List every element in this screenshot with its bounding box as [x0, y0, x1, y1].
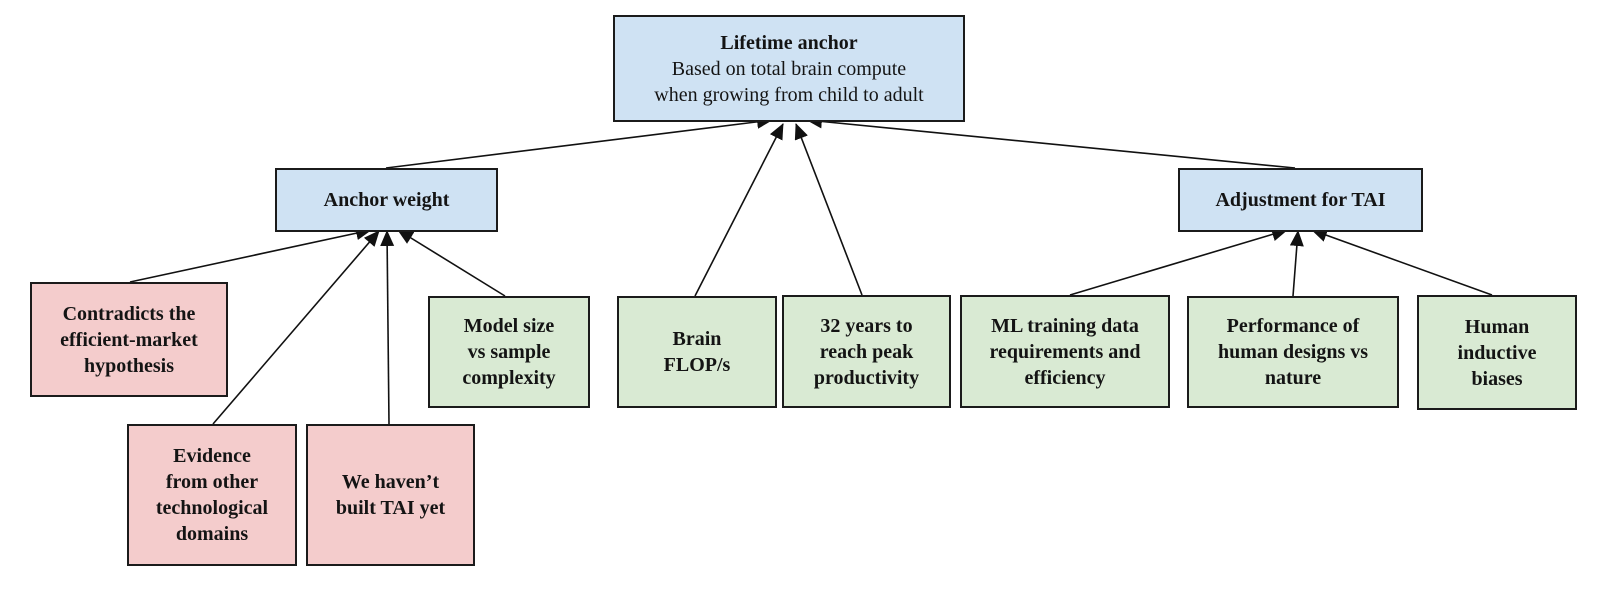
node-peak-productivity: 32 years to reach peak productivity	[782, 295, 951, 408]
arrow-peak-productivity-to-lifetime-anchor	[794, 123, 863, 296]
arrow-brain-flops-to-lifetime-anchor	[694, 123, 784, 297]
node-ml-training: ML training data requirements and effici…	[960, 295, 1170, 408]
node-not-built-tai: We haven’t built TAI yet	[306, 424, 475, 566]
arrow-efficient-market-to-anchor-weight	[129, 226, 372, 283]
node-model-size-label: Model size vs sample complexity	[462, 315, 556, 389]
node-inductive-biases: Human inductive biases	[1417, 295, 1577, 410]
node-efficient-market: Contradicts the efficient-market hypothe…	[30, 282, 228, 397]
arrow-performance-designs-to-adjustment-tai	[1289, 230, 1304, 297]
arrow-adjustment-tai-to-lifetime-anchor	[806, 114, 1296, 169]
node-peak-productivity-label: 32 years to reach peak productivity	[813, 314, 920, 389]
arrow-ml-training-to-adjustment-tai	[1069, 227, 1288, 296]
node-performance-designs-label: Performance of human designs vs nature	[1217, 315, 1369, 389]
node-evidence-domains-label: Evidence from other technological domain…	[155, 445, 269, 545]
node-inductive-biases-label: Human inductive biases	[1457, 315, 1537, 390]
node-brain-flops-label: Brain FLOP/s	[663, 328, 731, 376]
node-not-built-tai-label: We haven’t built TAI yet	[335, 471, 446, 519]
node-model-size: Model size vs sample complexity	[428, 296, 590, 408]
node-brain-flops: Brain FLOP/s	[617, 296, 777, 408]
node-adjustment-tai: Adjustment for TAI	[1178, 168, 1423, 232]
arrow-evidence-domains-to-anchor-weight	[212, 230, 380, 425]
node-ml-training-label: ML training data requirements and effici…	[989, 314, 1141, 389]
arrow-inductive-biases-to-adjustment-tai	[1311, 228, 1493, 296]
node-lifetime-anchor-label: Lifetime anchor	[720, 31, 858, 54]
arrow-model-size-to-anchor-weight	[397, 229, 506, 297]
arrow-not-built-tai-to-anchor-weight	[380, 230, 395, 425]
node-adjustment-tai-label: Adjustment for TAI	[1215, 189, 1386, 211]
node-performance-designs: Performance of human designs vs nature	[1187, 296, 1399, 408]
node-lifetime-anchor-sublabel: Based on total brain compute when growin…	[654, 57, 924, 106]
node-anchor-weight: Anchor weight	[275, 168, 498, 232]
arrow-anchor-weight-to-lifetime-anchor	[385, 114, 773, 169]
node-efficient-market-label: Contradicts the efficient-market hypothe…	[60, 302, 198, 377]
node-evidence-domains: Evidence from other technological domain…	[127, 424, 297, 566]
node-anchor-weight-label: Anchor weight	[323, 189, 450, 211]
